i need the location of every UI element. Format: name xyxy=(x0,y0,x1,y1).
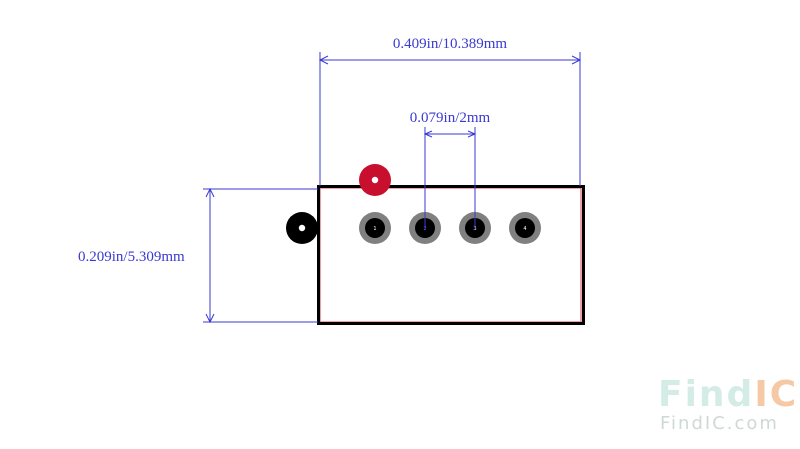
pad-4-label: 4 xyxy=(523,226,526,232)
watermark-site: FindIC.com xyxy=(660,413,779,434)
width-arrow-left xyxy=(318,55,329,65)
courtyard-outline xyxy=(319,187,582,323)
pad-3: 3 xyxy=(459,212,491,244)
watermark-find: Find xyxy=(658,374,754,415)
width-dimension xyxy=(318,52,582,186)
pitch-arrow-left xyxy=(423,130,433,138)
width-dimension-label: 0.409in/10.389mm xyxy=(393,36,508,52)
watermark-ic: IC xyxy=(754,374,798,415)
pad-2-label: 2 xyxy=(423,226,426,232)
pad-1-label: 1 xyxy=(373,226,376,232)
height-arrow-bottom xyxy=(205,313,215,324)
height-dimension xyxy=(203,187,318,324)
height-arrow-top xyxy=(205,187,215,198)
pitch-arrow-right xyxy=(467,130,477,138)
pin1-marker xyxy=(359,164,391,196)
pitch-dimension xyxy=(423,127,477,228)
findic-watermark: FindIC FindIC.com xyxy=(658,374,798,434)
pad-3-label: 3 xyxy=(473,226,476,232)
component-body-outline xyxy=(317,185,585,325)
pad-4: 4 xyxy=(509,212,541,244)
pad-1: 1 xyxy=(359,212,391,244)
height-dimension-label: 0.209in/5.309mm xyxy=(78,249,185,265)
pitch-dimension-label: 0.079in/2mm xyxy=(410,110,491,126)
orientation-mark xyxy=(286,212,318,244)
width-arrow-right xyxy=(571,55,582,65)
svg-text:FindIC: FindIC xyxy=(658,374,798,415)
